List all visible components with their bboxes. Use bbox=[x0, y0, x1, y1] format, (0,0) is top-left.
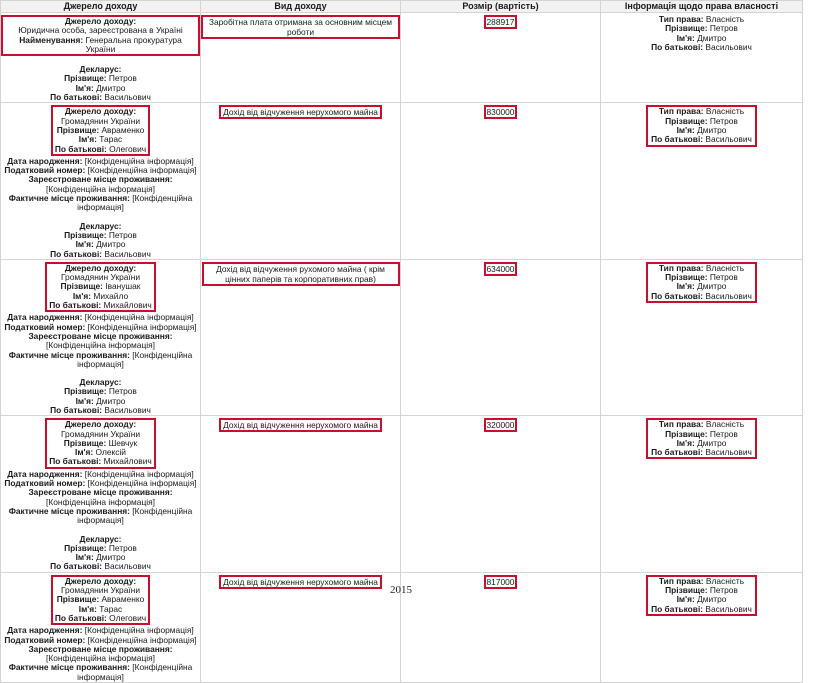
ownership-cell: Тип права: Власність Прізвище: Петров Ім… bbox=[600, 415, 803, 573]
declarant-block: Декларус: Прізвище: Петров Ім'я: Дмитро … bbox=[50, 377, 151, 415]
source-cell: Джерело доходу: Громадянин України Прізв… bbox=[0, 102, 201, 260]
source-cell: Джерело доходу: Юридична особа, зареєстр… bbox=[0, 11, 201, 104]
details-block: Дата народження: [Конфіденційна інформац… bbox=[4, 312, 197, 369]
declarant-block: Декларус: Прізвище: Петров Ім'я: Дмитро … bbox=[50, 220, 151, 259]
table-row: Джерело доходу: Громадянин України Прізв… bbox=[0, 258, 803, 417]
ownership-cell: Тип права: Власність Прізвище: Петров Ім… bbox=[600, 102, 803, 260]
amount-box: 817000 bbox=[483, 574, 518, 589]
details-block: Дата народження: [Конфіденційна інформац… bbox=[4, 468, 197, 526]
income-type-box: Дохід від відчуження нерухомого майна bbox=[219, 105, 382, 120]
amount-cell: 320000 bbox=[400, 415, 601, 573]
ownership-cell: Тип права: Власність Прізвище: Петров Ім… bbox=[600, 11, 803, 104]
source-box: Джерело доходу: Громадянин України Прізв… bbox=[45, 418, 156, 469]
ownership-box: Тип права: Власність Прізвище: Петров Ім… bbox=[646, 418, 757, 460]
amount-cell: 288917 bbox=[400, 11, 601, 104]
ownership-cell: Тип права: Власність Прізвище: Петров Ім… bbox=[600, 258, 803, 417]
amount-box: 830000 bbox=[483, 105, 518, 120]
declarant-block: Декларус: Прізвище: Петров Ім'я: Дмитро … bbox=[50, 64, 151, 103]
income-type-cell: Дохід від відчуження рухомого майна ( кр… bbox=[200, 258, 401, 417]
declarant-block: Декларус: Прізвище: Петров Ім'я: Дмитро … bbox=[50, 533, 151, 572]
details-block: Дата народження: [Конфіденційна інформац… bbox=[4, 155, 197, 213]
ownership-box: Тип права: Власність Прізвище: Петров Ім… bbox=[646, 261, 757, 304]
ownership-box: Тип права: Власність Прізвище: Петров Ім… bbox=[646, 105, 757, 147]
table-row: Джерело доходу: Юридична особа, зареєстр… bbox=[0, 11, 803, 104]
income-type-box: Дохід від відчуження нерухомого майна bbox=[219, 418, 382, 433]
amount-box: 288917 bbox=[483, 15, 518, 29]
source-box: Джерело доходу: Громадянин України Прізв… bbox=[50, 105, 151, 156]
source-cell: Джерело доходу: Громадянин України Прізв… bbox=[0, 258, 201, 417]
source-box: Джерело доходу: Громадянин України Прізв… bbox=[50, 574, 151, 626]
header-source: Джерело доходу bbox=[0, 0, 201, 13]
details-block: Дата народження: [Конфіденційна інформац… bbox=[4, 625, 197, 682]
source-cell: Джерело доходу: Громадянин України Прізв… bbox=[0, 415, 201, 573]
income-type-box: Заробітна плата отримана за основним міс… bbox=[201, 15, 400, 39]
amount-cell: 634000 bbox=[400, 258, 601, 417]
income-type-cell: Дохід від відчуження нерухомого майна bbox=[200, 415, 401, 573]
year-caption: 2015 bbox=[390, 584, 412, 596]
income-type-cell: Дохід від відчуження нерухомого майна bbox=[200, 102, 401, 260]
amount-box: 634000 bbox=[483, 261, 518, 276]
header-income-type: Вид доходу bbox=[200, 0, 401, 13]
income-type-cell: Заробітна плата отримана за основним міс… bbox=[200, 11, 401, 104]
header-amount: Розмір (вартість) bbox=[400, 0, 601, 13]
header-ownership: Інформація щодо права власності bbox=[600, 0, 803, 13]
income-type-box: Дохід від відчуження нерухомого майна bbox=[219, 574, 382, 589]
amount-box: 320000 bbox=[483, 418, 518, 433]
income-type-box: Дохід від відчуження рухомого майна ( кр… bbox=[201, 261, 400, 286]
source-box: Джерело доходу: Громадянин України Прізв… bbox=[45, 261, 156, 313]
header-row: Джерело доходу Вид доходу Розмір (вартіс… bbox=[0, 0, 803, 13]
amount-cell: 830000 bbox=[400, 102, 601, 260]
table-row: Джерело доходу: Громадянин України Прізв… bbox=[0, 102, 803, 260]
declaration-table: Джерело доходу Вид доходу Розмір (вартіс… bbox=[0, 0, 803, 683]
source-box: Джерело доходу: Юридична особа, зареєстр… bbox=[1, 15, 200, 57]
table-row: Джерело доходу: Громадянин України Прізв… bbox=[0, 415, 803, 573]
